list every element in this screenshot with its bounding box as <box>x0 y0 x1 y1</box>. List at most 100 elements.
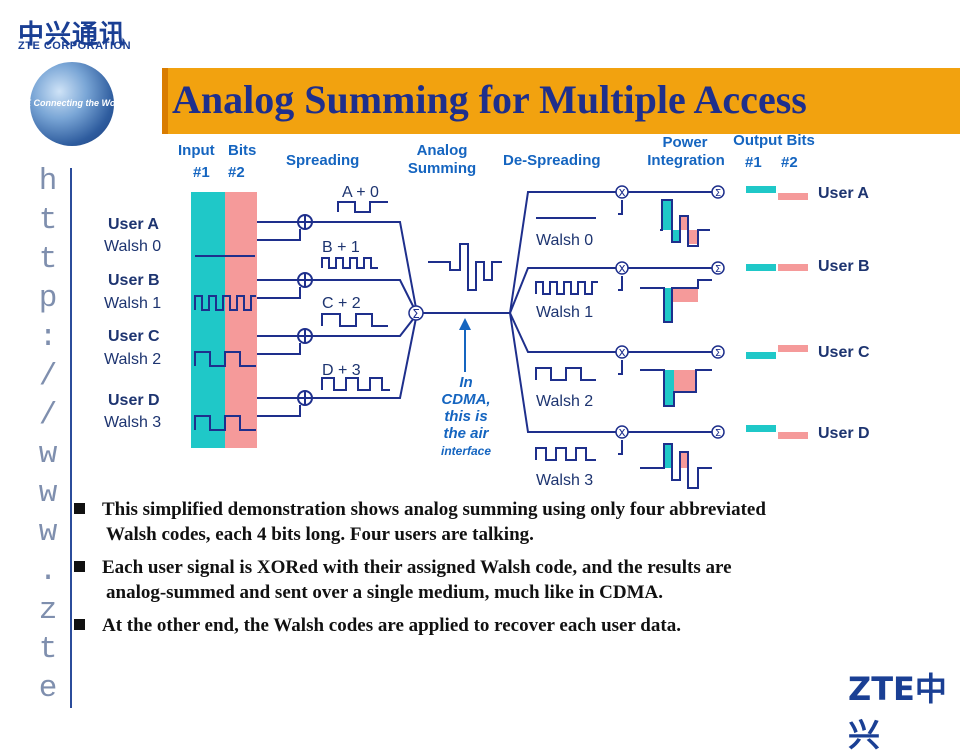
output-user-d: User D <box>818 425 870 442</box>
air-note-line4: the air <box>443 425 489 442</box>
mult-symbol-c: x <box>618 345 625 359</box>
air-note-line2: CDMA, <box>441 391 491 408</box>
output-user-a: User A <box>818 185 869 202</box>
mult-icon-d <box>615 425 629 439</box>
walsh-line-a <box>257 229 301 241</box>
header-output-bits: Output Bits <box>733 132 815 149</box>
user-d-label: User D <box>108 392 160 409</box>
sum-node-symbol: Σ <box>412 307 420 321</box>
power-bar-d1 <box>664 444 672 468</box>
side-url-char: t <box>38 632 58 667</box>
side-url-char: t <box>38 203 58 238</box>
header-spreading: Spreading <box>286 152 360 169</box>
user-c-label: User C <box>108 328 160 345</box>
zte-logo-english: ZTE CORPORATION <box>18 40 132 52</box>
integrator-symbol-c: Σ <box>715 348 721 359</box>
spread-wave-a <box>337 201 388 213</box>
header-bit2: #2 <box>228 164 245 181</box>
spread-label-a: A + 0 <box>342 184 379 201</box>
mult-icon-a <box>615 185 629 199</box>
side-url-char: . <box>38 554 58 589</box>
left-rule <box>70 168 72 708</box>
bullet-square-icon <box>74 619 85 630</box>
header-out2: #2 <box>781 154 798 171</box>
user-c-walsh: Walsh 2 <box>104 351 162 368</box>
side-url-char: w <box>38 437 58 472</box>
integrator-icon-d <box>711 425 725 439</box>
power-bar-b1 <box>664 288 672 322</box>
power-bar-a2 <box>680 216 688 230</box>
out-b-bit1 <box>746 264 776 271</box>
bullet-list: This simplified demonstration shows anal… <box>74 497 944 646</box>
side-url-char: t <box>38 242 58 277</box>
header-analog: Analog <box>416 142 468 159</box>
air-note-line3: this is <box>444 408 488 425</box>
side-url-char: / <box>38 359 58 394</box>
header-out1: #1 <box>745 154 762 171</box>
power-wave-a <box>660 199 710 247</box>
bullet-square-icon <box>74 561 85 572</box>
integrator-icon-c <box>711 345 725 359</box>
header-input: Input <box>178 142 215 159</box>
fanout-c <box>509 312 620 353</box>
zte-footer-logo: ZTE中兴 <box>848 670 947 754</box>
air-note-line5: interface <box>440 444 492 458</box>
power-bar-c1 <box>664 370 674 406</box>
header-summing: Summing <box>407 160 477 177</box>
walsh-line-b <box>257 287 301 299</box>
spread-wave-c <box>321 313 388 327</box>
mult-icon-b <box>615 261 629 275</box>
walsh-line-d <box>257 405 301 417</box>
side-url-char: z <box>38 593 58 628</box>
power-bar-d2 <box>680 452 688 468</box>
title-accent <box>162 68 168 134</box>
out-c-bit1 <box>746 352 776 359</box>
integrator-symbol-a: Σ <box>715 188 721 199</box>
header-despreading: De-Spreading <box>503 152 601 169</box>
sum-line-b <box>312 279 415 309</box>
title-bar <box>162 68 960 134</box>
sum-line-a <box>312 221 417 309</box>
spread-label-d: D + 3 <box>322 362 361 379</box>
user-d-walsh: Walsh 3 <box>104 414 162 431</box>
integrator-icon-b <box>711 261 725 275</box>
zte-logo-chinese: 中兴通讯 <box>18 20 127 50</box>
out-d-bit1 <box>746 425 776 432</box>
user-b-label: User B <box>108 272 160 289</box>
header-integration: Integration <box>647 152 725 169</box>
fanout-b <box>509 267 620 314</box>
walsh1-wave <box>194 295 256 311</box>
out-b-bit2 <box>778 264 808 271</box>
spread-label-c: C + 2 <box>322 295 361 312</box>
side-url-char: e <box>38 671 58 706</box>
mult-symbol-a: x <box>618 185 625 199</box>
despread-feed-2 <box>618 360 623 375</box>
air-note-line1: In <box>459 374 473 391</box>
despread-wave-1 <box>535 281 598 295</box>
walsh2-wave <box>194 351 256 367</box>
header-power: Power <box>662 134 708 151</box>
walsh3-wave <box>194 415 256 431</box>
slide-title: Analog Summing for Multiple Access <box>172 77 807 122</box>
walsh-line-c <box>257 343 301 355</box>
bit2-column <box>225 192 257 448</box>
power-wave-b <box>640 279 712 323</box>
bullet-square-icon <box>74 503 85 514</box>
sum-line-c <box>312 317 415 337</box>
sum-line-d <box>312 317 417 399</box>
mult-symbol-d: x <box>618 425 625 439</box>
despread-feed-1 <box>618 276 623 291</box>
side-url-char: h <box>38 164 58 199</box>
despread-walsh-3: Walsh 3 <box>536 472 594 489</box>
out-a-bit1 <box>746 186 776 193</box>
power-bar-c2 <box>674 370 696 392</box>
out-a-bit2 <box>778 193 808 200</box>
out-d-bit2 <box>778 432 808 439</box>
integrator-symbol-d: Σ <box>715 428 721 439</box>
power-bar-b2 <box>672 288 698 302</box>
side-url-char: p <box>38 281 58 316</box>
power-bar-a1 <box>662 200 672 230</box>
spread-wave-b <box>321 257 378 269</box>
globe-caption: ZTE Connecting the World <box>14 98 127 108</box>
